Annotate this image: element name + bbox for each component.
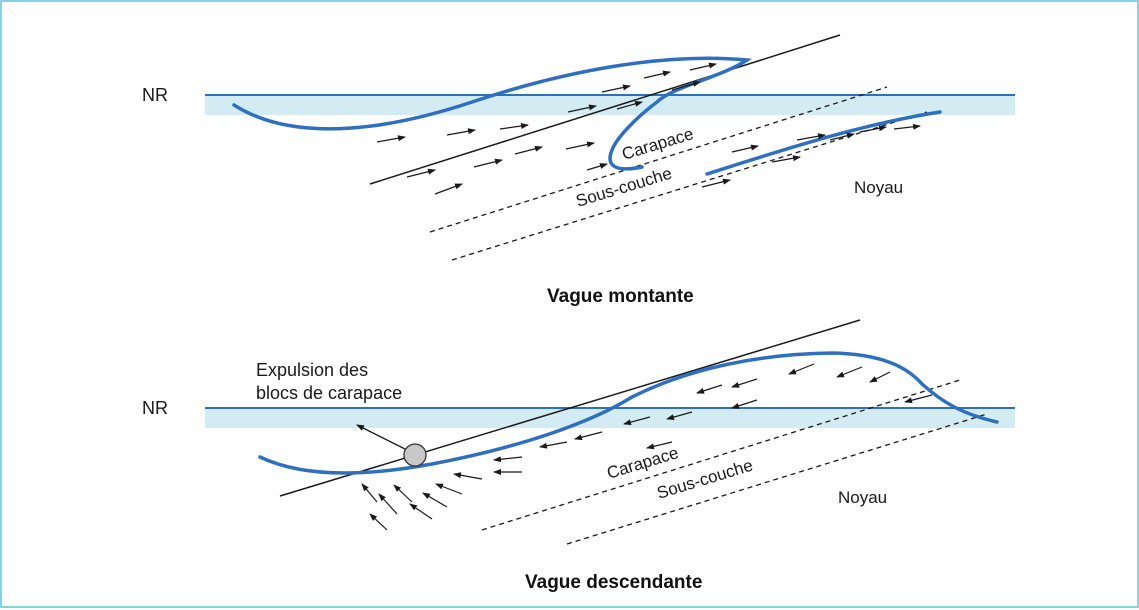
top-flow-arrow — [406, 168, 436, 178]
bottom-flow-arrow — [788, 363, 815, 375]
bottom-flow-arrow — [836, 366, 863, 378]
bottom-flow-arrow — [869, 371, 891, 383]
bottom-flow-arrow — [393, 484, 413, 503]
top-flow-arrow — [671, 81, 701, 91]
bottom-carapace-label: Carapace — [605, 443, 681, 483]
top-flow-arrow — [586, 163, 608, 171]
top-flow-arrow — [601, 84, 631, 93]
top-flow-arrow — [859, 125, 887, 133]
top-nr-label: NR — [142, 85, 168, 105]
bottom-panel: NR — [142, 319, 1015, 593]
bottom-flow-arrow — [539, 441, 568, 449]
bottom-flow-arrow — [623, 416, 651, 426]
bottom-caption: Vague descendante — [525, 572, 702, 593]
top-core-wave-curve — [705, 110, 942, 176]
bottom-sous-couche-boundary-line — [566, 413, 988, 545]
top-flow-arrow — [473, 158, 503, 168]
top-sous-couche-label: Sous-couche — [574, 164, 674, 211]
bottom-flow-arrow — [361, 483, 378, 503]
bottom-flow-arrow — [422, 492, 448, 508]
top-flow-arrow — [829, 132, 855, 141]
top-flow-arrow — [616, 100, 643, 110]
bottom-flow-arrow — [696, 384, 723, 394]
bottom-flow-arrow — [435, 483, 463, 495]
top-panel: NR — [142, 34, 1015, 307]
armour-block — [403, 443, 427, 467]
bottom-flow-arrow — [731, 399, 758, 409]
top-flow-arrow — [514, 145, 543, 155]
bottom-carapace-boundary-line — [481, 379, 961, 531]
top-flow-arrow — [796, 133, 826, 141]
expulsion-label-line1: Expulsion des — [256, 360, 368, 380]
top-flow-arrows — [376, 62, 921, 195]
top-flow-arrow — [376, 135, 406, 143]
top-rising-wave-curve — [232, 56, 753, 171]
top-slope-surface-line — [369, 34, 841, 185]
top-carapace-label: Carapace — [620, 124, 696, 164]
bottom-nr-label: NR — [142, 398, 168, 418]
bottom-descending-wave-curve — [258, 351, 999, 475]
bottom-flow-arrow — [731, 378, 758, 388]
top-flow-arrow — [701, 178, 731, 188]
expulsion-arrow — [356, 424, 408, 451]
bottom-flow-arrow — [453, 472, 483, 480]
top-flow-arrow — [499, 123, 529, 130]
top-flow-arrow — [731, 144, 759, 153]
top-flow-arrow — [446, 128, 476, 136]
bottom-noyau-label: Noyau — [838, 488, 887, 507]
top-flow-arrow — [893, 123, 921, 130]
bottom-flow-arrow — [666, 411, 693, 421]
top-flow-arrow — [643, 70, 671, 79]
top-flow-arrow — [567, 104, 597, 113]
top-water-band — [205, 95, 1015, 115]
bottom-slope-surface-line — [279, 319, 861, 497]
top-carapace-boundary-line — [429, 86, 888, 233]
bottom-flow-arrow — [493, 456, 523, 463]
top-noyau-label: Noyau — [854, 178, 903, 197]
top-flow-arrow — [771, 155, 801, 163]
top-caption: Vague montante — [547, 286, 694, 307]
bottom-water-band — [205, 408, 1015, 428]
bottom-flow-arrow — [409, 503, 433, 520]
top-flow-arrow — [565, 141, 595, 150]
top-flow-arrow — [689, 62, 717, 71]
bottom-flow-arrow — [378, 493, 398, 515]
bottom-flow-arrow — [646, 441, 673, 450]
bottom-flow-arrow — [574, 431, 603, 441]
bottom-flow-arrows — [361, 363, 933, 531]
bottom-flow-arrow — [369, 513, 388, 531]
bottom-flow-arrow — [904, 394, 933, 404]
top-flow-arrow — [434, 183, 463, 195]
expulsion-label-line2: blocs de carapace — [256, 383, 402, 403]
